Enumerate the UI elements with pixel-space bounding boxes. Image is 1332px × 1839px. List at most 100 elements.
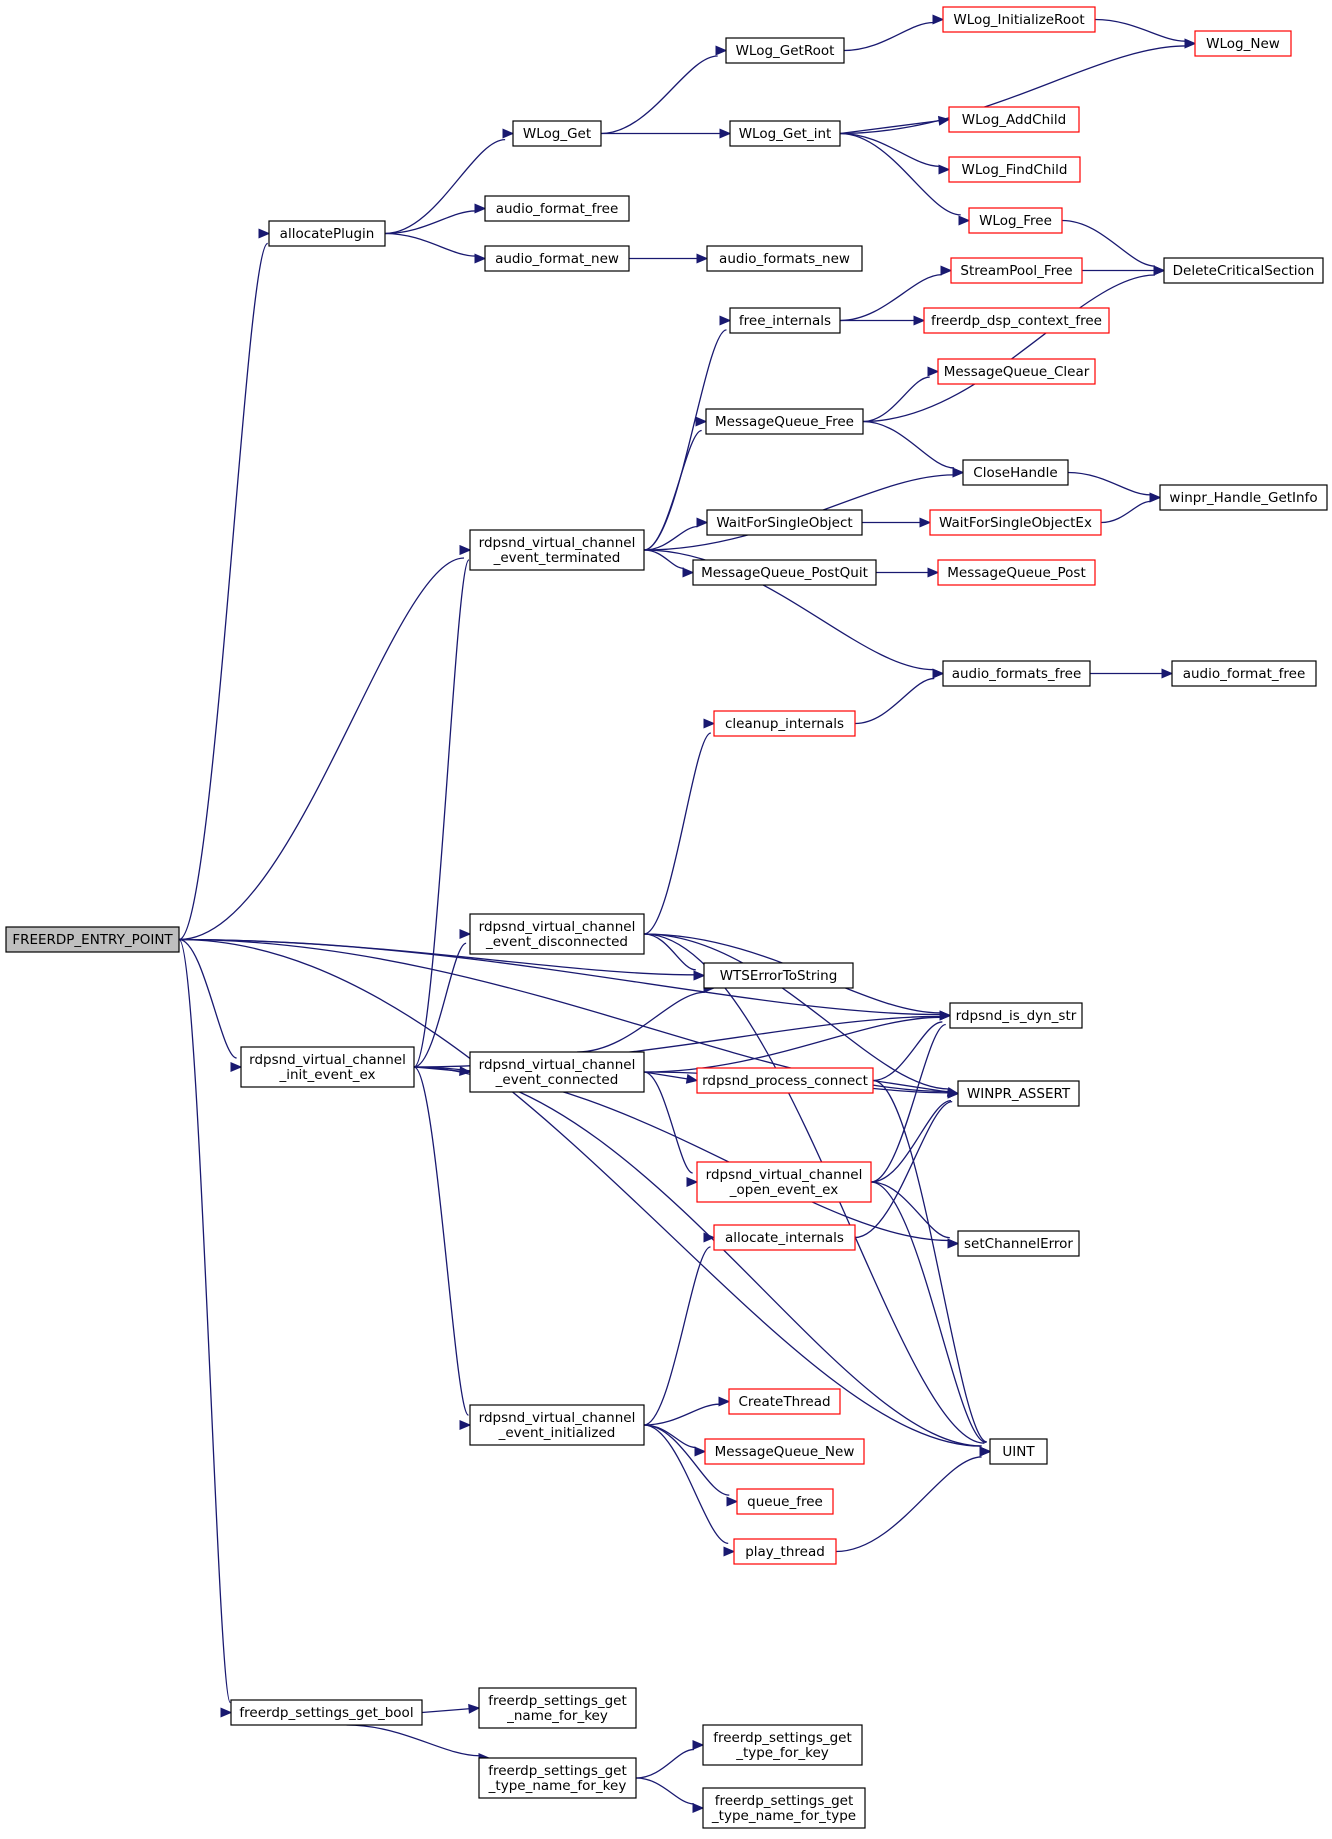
function-node-wlog-get-int[interactable]: WLog_Get_int <box>729 120 841 147</box>
function-node-wtserror-to-string[interactable]: WTSErrorToString <box>703 962 854 989</box>
edge-arrowhead <box>692 1740 705 1750</box>
node-box <box>484 195 630 222</box>
function-node-create-thread[interactable]: CreateThread <box>728 1388 841 1415</box>
function-node-wlog-find-child[interactable]: WLog_FindChild <box>948 156 1081 183</box>
call-edge-settings-get-bool-to-name-for-key <box>421 1703 481 1714</box>
node-label: play_thread <box>745 1544 825 1560</box>
node-label: MessageQueue_PostQuit <box>701 565 868 581</box>
function-node-allocate-internals[interactable]: allocate_internals <box>713 1224 856 1251</box>
function-node-audio-format-free-1[interactable]: audio_format_free <box>484 195 630 222</box>
function-node-type-for-key[interactable]: freerdp_settings_get_type_for_key <box>702 1724 863 1766</box>
call-edge-wlog-get-int-to-wlog-new <box>839 38 1197 135</box>
function-node-set-channel-error[interactable]: setChannelError <box>957 1230 1080 1257</box>
function-node-wlog-add-child[interactable]: WLog_AddChild <box>948 106 1080 133</box>
function-node-delete-critical-section[interactable]: DeleteCriticalSection <box>1163 257 1324 284</box>
function-node-wait-for-single-object[interactable]: WaitForSingleObject <box>706 509 863 536</box>
function-node-winpr-handle-get-info[interactable]: winpr_Handle_GetInfo <box>1159 484 1328 511</box>
function-node-message-queue-new[interactable]: MessageQueue_New <box>704 1438 865 1465</box>
function-node-type-name-for-type[interactable]: freerdp_settings_get_type_name_for_type <box>702 1787 866 1829</box>
call-edge-wlog-get-root-to-wlog-initialize-root <box>843 14 945 52</box>
function-node-wlog-get-root[interactable]: WLog_GetRoot <box>725 37 845 64</box>
node-label: audio_format_new <box>495 251 619 267</box>
function-node-audio-format-new[interactable]: audio_format_new <box>484 245 630 272</box>
call-edge-allocate-plugin-to-audio-format-free-1 <box>384 203 487 235</box>
function-node-name-for-key[interactable]: freerdp_settings_get_name_for_key <box>478 1687 637 1729</box>
function-node-audio-format-free-2[interactable]: audio_format_free <box>1171 660 1317 687</box>
edge-arrowhead <box>502 128 515 139</box>
function-node-disconnected[interactable]: rdpsnd_virtual_channel_event_disconnecte… <box>469 913 645 955</box>
function-node-type-name-for-key[interactable]: freerdp_settings_get_type_name_for_key <box>478 1757 637 1799</box>
edge-arrowhead <box>474 253 487 264</box>
call-edge-allocate-internals-to-winpr-assert <box>854 1088 960 1239</box>
function-node-message-queue-free[interactable]: MessageQueue_Free <box>705 408 864 435</box>
edge-arrowhead <box>1149 492 1162 503</box>
function-node-wlog-get[interactable]: WLog_Get <box>512 120 602 147</box>
function-node-close-handle[interactable]: CloseHandle <box>962 459 1069 486</box>
function-node-wait-for-single-object-ex[interactable]: WaitForSingleObjectEx <box>929 509 1102 536</box>
function-node-root[interactable]: FREERDP_ENTRY_POINT <box>5 926 180 953</box>
function-node-rdpsnd-is-dyn-str[interactable]: rdpsnd_is_dyn_str <box>949 1002 1083 1029</box>
edge-line <box>643 525 698 551</box>
function-node-message-queue-post[interactable]: MessageQueue_Post <box>937 559 1096 586</box>
edge-arrowhead <box>468 1703 481 1714</box>
node-box <box>937 358 1096 385</box>
node-label: _event_disconnected <box>485 934 628 950</box>
function-node-queue-free[interactable]: queue_free <box>736 1488 834 1515</box>
edge-line <box>835 1456 982 1553</box>
edge-arrowhead <box>459 545 472 555</box>
function-node-connected[interactable]: rdpsnd_virtual_channel_event_connected <box>469 1051 645 1093</box>
edge-line <box>635 1777 694 1805</box>
edge-line <box>178 938 982 1447</box>
edge-line <box>839 132 940 168</box>
node-box <box>484 245 630 272</box>
edge-line <box>862 420 955 469</box>
edge-arrowhead <box>459 1420 472 1430</box>
function-node-freerdp-dsp-context-free[interactable]: freerdp_dsp_context_free <box>923 307 1110 334</box>
function-node-uint[interactable]: UINT <box>989 1438 1048 1465</box>
function-node-stream-pool-free[interactable]: StreamPool_Free <box>950 257 1083 284</box>
node-box <box>728 1388 841 1415</box>
node-box <box>478 1687 637 1729</box>
node-label: StreamPool_Free <box>960 263 1072 279</box>
function-node-allocate-plugin[interactable]: allocatePlugin <box>268 220 386 247</box>
function-node-cleanup-internals[interactable]: cleanup_internals <box>713 710 856 737</box>
function-node-audio-formats-new[interactable]: audio_formats_new <box>706 245 863 272</box>
edge-arrowhead <box>695 416 708 427</box>
function-node-audio-formats-free[interactable]: audio_formats_free <box>942 660 1091 687</box>
node-box <box>1194 30 1292 57</box>
call-edge-root-to-settings-get-bool <box>178 938 233 1718</box>
call-edge-connected-to-rdpsnd-is-dyn-str <box>643 1010 952 1073</box>
edge-arrowhead <box>958 215 971 226</box>
function-node-open-event-ex[interactable]: rdpsnd_virtual_channel_open_event_ex <box>696 1161 872 1203</box>
edge-line <box>1100 500 1151 524</box>
function-node-message-queue-clear[interactable]: MessageQueue_Clear <box>937 358 1096 385</box>
edge-line <box>178 938 695 976</box>
function-node-play-thread[interactable]: play_thread <box>733 1538 837 1565</box>
node-label: _event_terminated <box>493 550 621 566</box>
function-node-free-internals[interactable]: free_internals <box>729 307 841 334</box>
call-edge-message-queue-free-to-close-handle <box>862 420 965 478</box>
node-box <box>469 913 645 955</box>
function-node-settings-get-bool[interactable]: freerdp_settings_get_bool <box>230 1699 423 1726</box>
edge-arrowhead <box>979 1446 992 1457</box>
function-node-wlog-initialize-root[interactable]: WLog_InitializeRoot <box>942 6 1096 33</box>
edge-arrowhead <box>719 128 732 139</box>
function-node-message-queue-post-quit[interactable]: MessageQueue_PostQuit <box>692 559 877 586</box>
edge-line <box>643 1246 711 1426</box>
node-label: rdpsnd_process_connect <box>702 1073 868 1089</box>
node-label: rdpsnd_virtual_channel <box>479 1410 636 1426</box>
function-node-terminated[interactable]: rdpsnd_virtual_channel_event_terminated <box>469 529 645 571</box>
node-box <box>942 660 1091 687</box>
edge-line <box>839 120 940 135</box>
function-node-initialized[interactable]: rdpsnd_virtual_channel_event_initialized <box>469 1404 645 1446</box>
function-node-winpr-assert[interactable]: WINPR_ASSERT <box>957 1080 1080 1107</box>
call-edge-connected-to-wtserror-to-string <box>576 983 716 1053</box>
function-node-rdpsnd-process-connect[interactable]: rdpsnd_process_connect <box>696 1067 874 1094</box>
function-node-init-event-ex[interactable]: rdpsnd_virtual_channel_init_event_ex <box>240 1046 415 1088</box>
function-node-wlog-new[interactable]: WLog_New <box>1194 30 1292 57</box>
edge-line <box>839 132 961 216</box>
edge-arrowhead <box>694 1446 707 1457</box>
node-label: WLog_InitializeRoot <box>953 12 1084 28</box>
node-label: _init_event_ex <box>278 1067 375 1083</box>
function-node-wlog-free[interactable]: WLog_Free <box>968 207 1063 234</box>
